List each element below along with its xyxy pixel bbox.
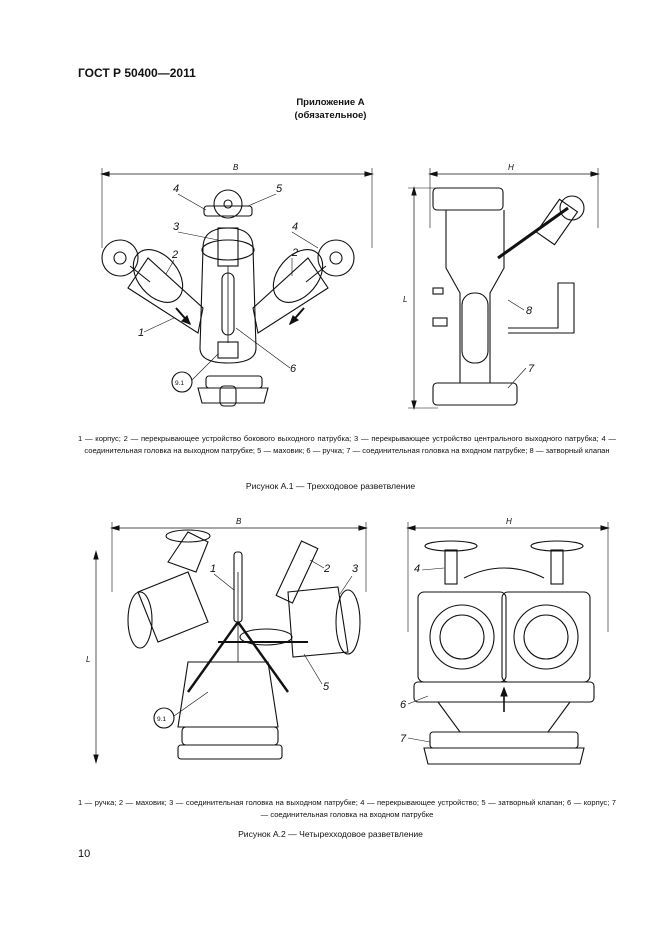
fig2-label-3: 3 (352, 563, 359, 575)
fig1-label-7: 7 (528, 363, 535, 375)
fig1-label-1: 1 (138, 327, 144, 339)
fig1-dim-l: L (403, 295, 407, 304)
fig1-label-8: 8 (526, 305, 533, 317)
fig1-label-3: 3 (173, 221, 180, 233)
fig2-label-4: 4 (414, 563, 420, 575)
fig1-dim-b: B (233, 163, 239, 172)
fig1-label-4b: 4 (292, 221, 298, 233)
fig2-dim-h: H (506, 517, 512, 526)
figure-1-caption: 1 — корпус; 2 — перекрывающее устройство… (78, 434, 616, 455)
document-header: ГОСТ Р 50400—2011 (78, 66, 196, 80)
page-number: 10 (78, 848, 91, 860)
fig2-label-5: 5 (323, 681, 330, 693)
figure-2-drawing: B L 9.1 1 2 3 5 H 4 (86, 517, 611, 765)
figure-1-title: Рисунок А.1 — Трехходовое разветвление (245, 481, 416, 491)
fig2-label-1: 1 (210, 563, 216, 575)
figure-2-caption: 1 — ручка; 2 — маховик; 3 — соединительн… (78, 798, 616, 819)
figure-1-drawing: B 9.1 4 5 3 2 4 2 1 6 H (99, 163, 601, 411)
fig2-label-2: 2 (323, 563, 330, 575)
appendix-heading: Приложение А (обязательное) (0, 96, 661, 122)
appendix-title: Приложение А (296, 97, 365, 108)
fig1-dim-h: H (508, 163, 514, 172)
appendix-subtitle: (обязательное) (294, 110, 367, 121)
fig1-marking: 9.1 (175, 380, 184, 387)
fig2-dim-l: L (86, 655, 90, 664)
fig1-label-4a: 4 (173, 183, 179, 195)
figure-2-title: Рисунок А.2 — Четырехходовое разветвлени… (238, 829, 423, 839)
fig2-label-6: 6 (400, 699, 407, 711)
fig2-marking: 9.1 (157, 716, 166, 723)
fig1-label-5: 5 (276, 183, 283, 195)
fig2-dim-b: B (236, 517, 242, 526)
fig1-label-2b: 2 (291, 247, 298, 259)
fig1-label-2a: 2 (171, 249, 178, 261)
fig1-label-6: 6 (290, 363, 297, 375)
fig2-label-7: 7 (400, 733, 407, 745)
